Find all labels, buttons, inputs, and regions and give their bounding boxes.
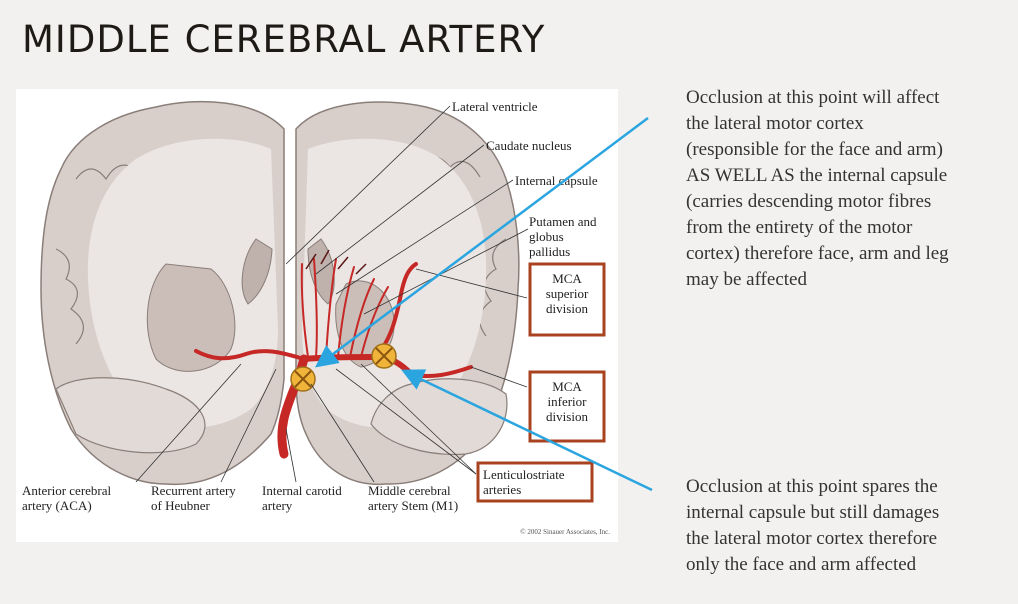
brain-coronal-section-diagram: Lateral ventricle Caudate nucleus Intern… xyxy=(16,89,618,542)
basal-ganglia-left xyxy=(147,264,235,371)
label-caudate-nucleus: Caudate nucleus xyxy=(486,138,572,153)
note1-line: from the entirety of the motor xyxy=(686,215,1006,241)
label-mca-inferior-3: division xyxy=(546,409,588,424)
note1-line: may be affected xyxy=(686,267,1006,293)
label-heubner-2: of Heubner xyxy=(151,498,211,513)
label-internal-capsule: Internal capsule xyxy=(515,173,598,188)
label-ica-1: Internal carotid xyxy=(262,483,342,498)
label-mca-inferior-2: inferior xyxy=(548,394,588,409)
label-lenticulostriate-1: Lenticulostriate xyxy=(483,467,565,482)
label-mca-superior-2: superior xyxy=(546,286,589,301)
label-lenticulostriate-2: arteries xyxy=(483,482,521,497)
label-putamen-1: Putamen and xyxy=(529,214,597,229)
label-putamen-3: pallidus xyxy=(529,244,570,259)
occlusion-marker-mca-inferior xyxy=(372,344,396,368)
copyright-notice: © 2002 Sinauer Associates, Inc. xyxy=(520,528,610,536)
label-aca-2: artery (ACA) xyxy=(22,498,92,513)
note1-line: (responsible for the face and arm) xyxy=(686,137,1006,163)
label-aca-1: Anterior cerebral xyxy=(22,483,112,498)
label-mca-superior-3: division xyxy=(546,301,588,316)
label-mca-stem-1: Middle cerebral xyxy=(368,483,451,498)
label-ica-2: artery xyxy=(262,498,293,513)
note-stem-occlusion: Occlusion at this point will affect the … xyxy=(686,85,1006,293)
note2-line: only the face and arm affected xyxy=(686,552,1006,578)
label-heubner-1: Recurrent artery xyxy=(151,483,236,498)
label-mca-stem-2: artery Stem (M1) xyxy=(368,498,458,513)
note1-line: Occlusion at this point will affect xyxy=(686,85,1006,111)
occlusion-marker-mca-stem xyxy=(291,367,315,391)
brain-diagram-panel: Lateral ventricle Caudate nucleus Intern… xyxy=(16,89,618,542)
note1-line: the lateral motor cortex xyxy=(686,111,1006,137)
page-title: MIDDLE CEREBRAL ARTERY xyxy=(22,18,545,61)
label-mca-superior-1: MCA xyxy=(552,271,582,286)
note1-line: cortex) therefore face, arm and leg xyxy=(686,241,1006,267)
label-putamen-2: globus xyxy=(529,229,564,244)
note2-line: the lateral motor cortex therefore xyxy=(686,526,1006,552)
label-lateral-ventricle: Lateral ventricle xyxy=(452,99,538,114)
note1-line: (carries descending motor fibres xyxy=(686,189,1006,215)
label-mca-inferior-1: MCA xyxy=(552,379,582,394)
note1-line: AS WELL AS the internal capsule xyxy=(686,163,1006,189)
note-inferior-division-occlusion: Occlusion at this point spares the inter… xyxy=(686,474,1006,578)
note2-line: Occlusion at this point spares the xyxy=(686,474,1006,500)
note2-line: internal capsule but still damages xyxy=(686,500,1006,526)
